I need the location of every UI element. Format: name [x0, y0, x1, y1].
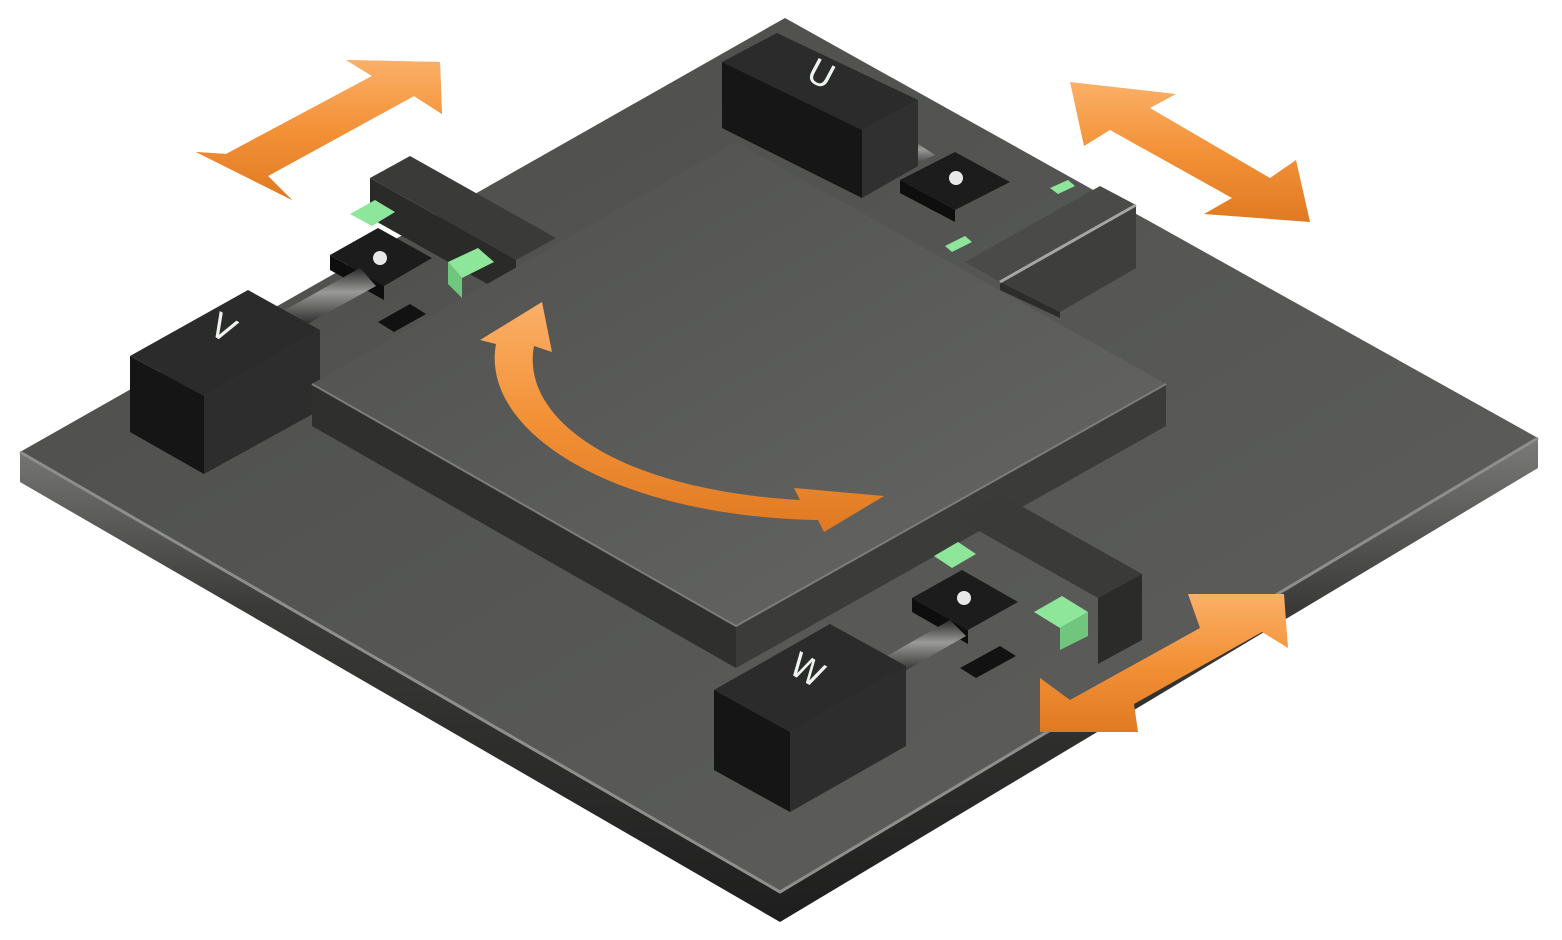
motor-v-body-right	[204, 330, 320, 474]
motor-u-body-right	[862, 100, 918, 198]
motor-v-body-left	[130, 356, 204, 474]
motor-w-body-right	[790, 666, 906, 812]
stage-side-right	[736, 384, 1166, 668]
motor-w-assembly: W	[714, 494, 1142, 812]
motor-v-body-top	[130, 290, 320, 396]
motor-w-body-left	[714, 690, 790, 812]
stage-side-left	[312, 384, 736, 668]
rotary-stage	[311, 142, 1167, 668]
motion-arrow-u-axis	[1070, 82, 1310, 222]
motion-arrow-rotation	[480, 302, 884, 532]
motor-w-body-top	[714, 624, 906, 732]
motor-u-assembly: U	[722, 33, 1137, 318]
motion-arrow-v-axis	[196, 60, 442, 200]
motor-v-assembly: V	[130, 156, 556, 474]
motor-u-body-left	[722, 62, 862, 198]
motion-arrow-w-axis	[1040, 594, 1288, 732]
motor-u-body-top	[722, 33, 918, 130]
